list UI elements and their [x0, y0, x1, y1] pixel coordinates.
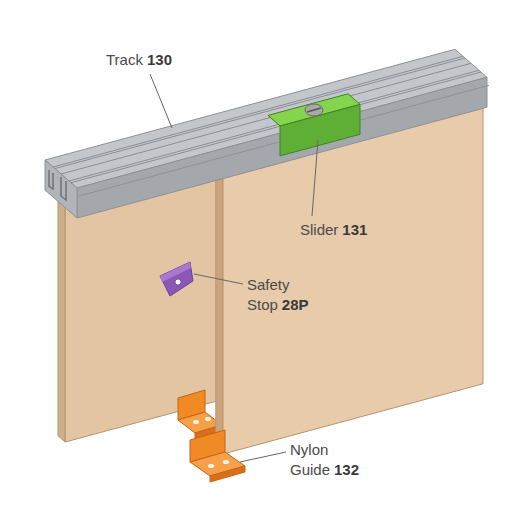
- safety-stop: [160, 262, 193, 296]
- leader-lines: [150, 74, 318, 462]
- part-name: Track: [106, 51, 143, 68]
- part-label: Nylon Guide132: [290, 440, 366, 480]
- callout-number: 28P: [282, 296, 309, 313]
- part-label: Track130: [106, 50, 172, 70]
- part-name: Slider: [300, 221, 338, 238]
- slider: [268, 94, 360, 156]
- track: [45, 49, 489, 218]
- callout-number: 131: [342, 221, 367, 238]
- nylon-guide: [190, 430, 245, 482]
- callout-number: 130: [147, 51, 172, 68]
- part-label: Safety Stop28P: [247, 275, 319, 315]
- part-name: Nylon Guide: [290, 441, 330, 478]
- callout-number: 132: [334, 461, 359, 478]
- part-label: Slider131: [300, 220, 367, 240]
